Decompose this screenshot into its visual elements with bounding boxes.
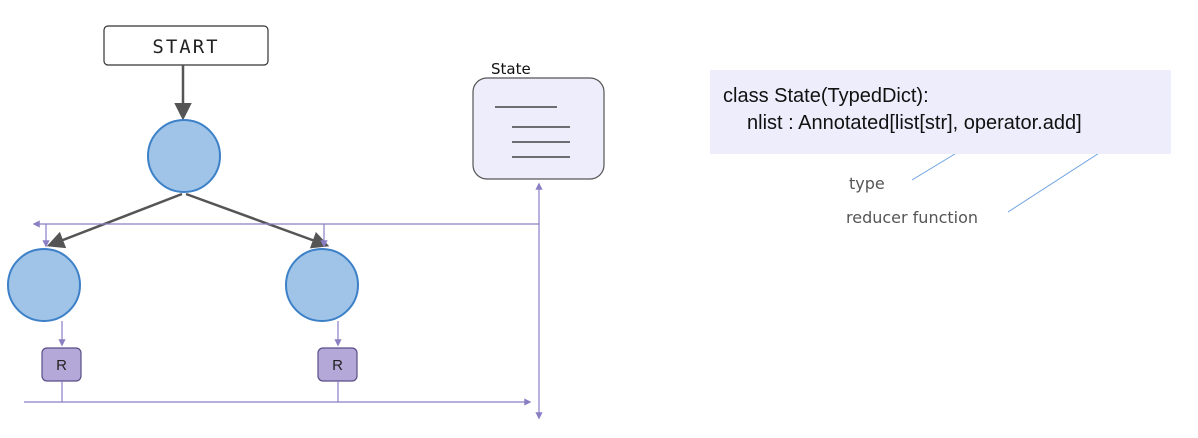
reducer-right: R xyxy=(317,347,358,382)
edge-top-to-left xyxy=(46,192,183,249)
reducer-underline xyxy=(1007,142,1158,213)
type-annotation: type xyxy=(849,174,885,193)
node-top xyxy=(147,119,221,193)
state-read-connector xyxy=(32,220,539,248)
code-class-text: class State(TypedDict): xyxy=(723,85,929,107)
state-lines-icon xyxy=(495,106,570,158)
code-reducer-part: operator.add] xyxy=(963,112,1082,134)
code-type-part: [list[str], xyxy=(889,112,959,134)
edge-top-to-right xyxy=(185,192,330,249)
state-label: State xyxy=(491,60,531,78)
node-left xyxy=(7,248,81,322)
code-line-class: class State(TypedDict): xyxy=(723,85,929,107)
state-write-connector xyxy=(24,182,543,420)
state-box xyxy=(472,77,605,180)
code-line-field: nlist : Annotated[list[str], operator.ad… xyxy=(747,112,1082,134)
start-node: START xyxy=(103,25,269,66)
reducer-annotation: reducer function xyxy=(846,208,979,227)
reducer-left-label: R xyxy=(56,357,67,374)
node-right xyxy=(285,248,359,322)
code-field-prefix: nlist : Annotated xyxy=(747,112,890,134)
reducer-right-label: R xyxy=(332,357,343,374)
reducer-left: R xyxy=(41,347,82,382)
node-to-reducer-connector xyxy=(58,321,342,347)
code-panel xyxy=(710,70,1171,154)
start-node-label: START xyxy=(152,36,219,58)
